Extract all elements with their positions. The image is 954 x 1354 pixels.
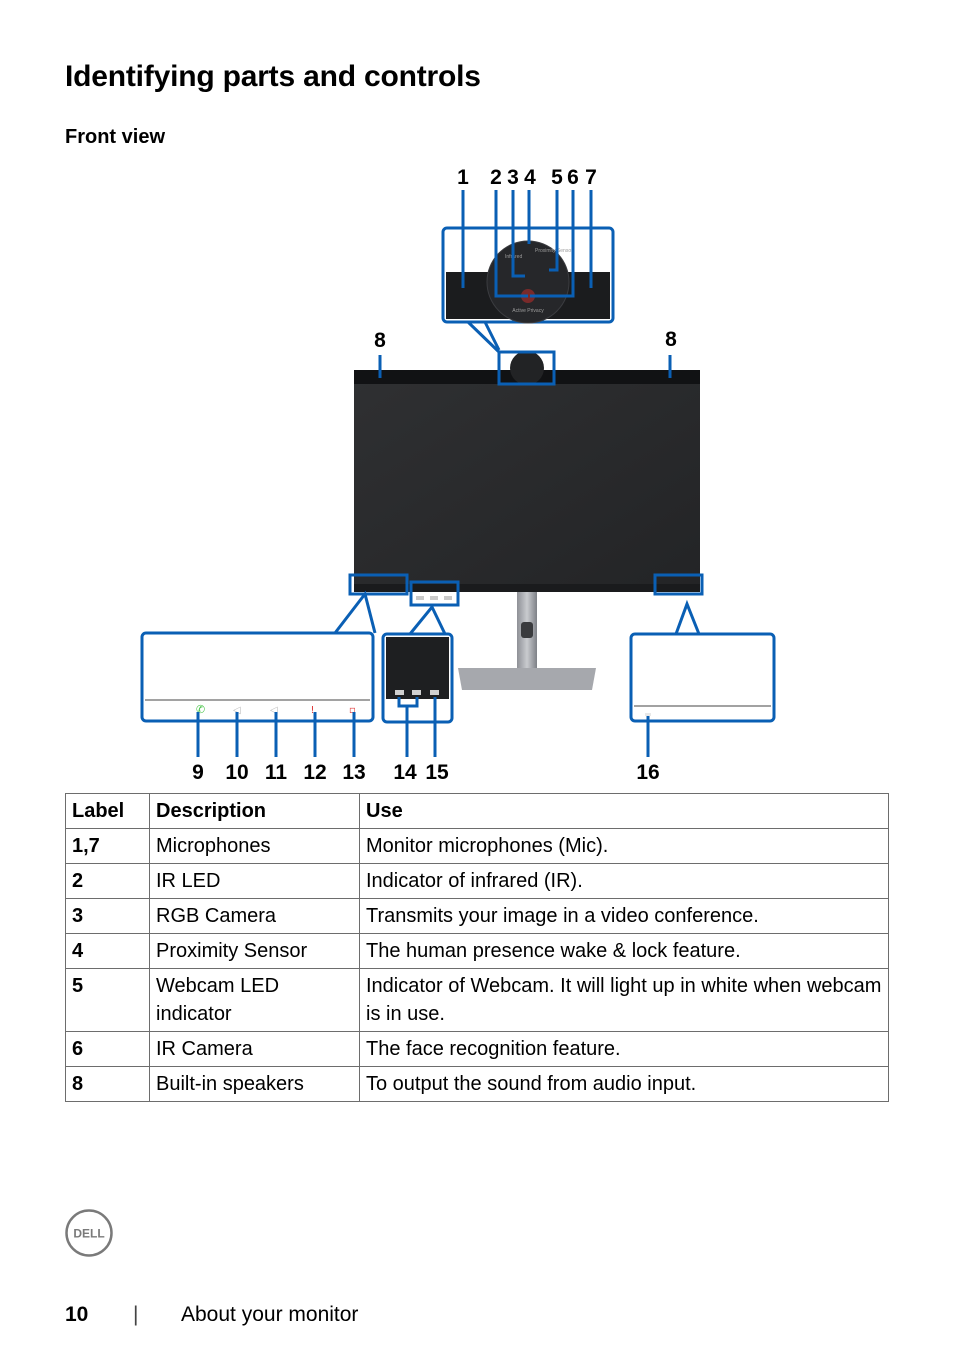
row-description: RGB Camera <box>149 898 360 934</box>
volume-down-icon: ◁ <box>233 705 241 716</box>
figure-label-4: 4 <box>524 166 536 189</box>
row-use: The human presence wake & lock feature. <box>359 933 889 969</box>
figure-label-5: 5 <box>551 166 563 189</box>
ports-zoom <box>381 604 454 757</box>
table-row: 6 IR Camera The face recognition feature… <box>65 1031 889 1067</box>
figure-label-6: 6 <box>567 166 579 189</box>
figure-label-13: 13 <box>342 761 365 784</box>
row-description: Webcam LED indicator <box>149 968 360 1032</box>
right-panel-highlight <box>653 573 704 596</box>
table-row: 1,7 Microphones Monitor microphones (Mic… <box>65 828 889 864</box>
table-row: 2 IR LED Indicator of infrared (IR). <box>65 863 889 899</box>
label-5-line <box>549 190 559 272</box>
table-header-row: Label Description Use <box>65 793 889 829</box>
figure-label-8-right: 8 <box>665 328 677 351</box>
dell-logo-text: DELL <box>73 1227 104 1241</box>
row-use: The face recognition feature. <box>359 1031 889 1067</box>
figure-label-10: 10 <box>225 761 248 784</box>
row-use: Indicator of infrared (IR). <box>359 863 889 899</box>
figure-label-3: 3 <box>507 166 519 189</box>
label-6-line <box>530 190 575 298</box>
volume-up-icon: ◁ <box>270 705 278 716</box>
label-3-line <box>511 190 525 278</box>
row-description: Proximity Sensor <box>149 933 360 969</box>
row-description: IR Camera <box>149 1031 360 1067</box>
parts-table: Label Description Use 1,7 Microphones Mo… <box>65 793 889 1102</box>
row-label: 2 <box>65 863 150 899</box>
phone-icon: ✆ <box>196 703 205 716</box>
row-label: 1,7 <box>65 828 150 864</box>
figure-label-15: 15 <box>425 761 449 784</box>
row-description: Built-in speakers <box>149 1066 360 1102</box>
monitor <box>348 350 704 690</box>
usb-port-1 <box>395 690 404 695</box>
row-use: Monitor microphones (Mic). <box>359 828 889 864</box>
figure-label-16: 16 <box>636 761 659 784</box>
stand-base <box>458 668 596 690</box>
ports-highlight <box>409 580 460 607</box>
row-label: 8 <box>65 1066 150 1102</box>
row-label: 5 <box>65 968 150 1032</box>
row-label: 6 <box>65 1031 150 1067</box>
figure-label-7: 7 <box>585 166 597 189</box>
mic-mute-icon: ǃ <box>311 705 314 716</box>
figure-label-12: 12 <box>303 761 326 784</box>
header-use: Use <box>359 793 889 829</box>
webcam-zoom: Active Privacy Infrared Proximity Sensor <box>441 190 615 354</box>
row-label: 3 <box>65 898 150 934</box>
usb-port-2 <box>412 690 421 695</box>
table-row: 4 Proximity Sensor The human presence wa… <box>65 933 889 969</box>
row-description: IR LED <box>149 863 360 899</box>
row-use: Indicator of Webcam. It will light up in… <box>359 968 889 1032</box>
row-use: Transmits your image in a video conferen… <box>359 898 889 934</box>
video-icon: ▫ <box>349 705 356 716</box>
left-panel-highlight <box>348 573 409 596</box>
table-row: 8 Built-in speakers To output the sound … <box>65 1066 889 1102</box>
figure-label-1: 1 <box>457 166 469 189</box>
figure-label-9: 9 <box>192 761 204 784</box>
header-description: Description <box>149 793 360 829</box>
power-led <box>645 713 651 716</box>
camera-print-privacy: Active Privacy <box>512 308 544 314</box>
label-2-line <box>494 190 528 298</box>
footer-separator: | <box>133 1303 139 1326</box>
cable-clip <box>521 622 533 638</box>
bottom-bezel <box>354 584 700 592</box>
figure-label-14: 14 <box>393 761 417 784</box>
figure-label-11: 11 <box>265 761 288 784</box>
page-title: Identifying parts and controls <box>65 60 481 93</box>
table-row: 5 Webcam LED indicator Indicator of Webc… <box>65 968 889 1032</box>
header-label: Label <box>65 793 150 829</box>
webcam-highlight <box>497 350 556 386</box>
figure-label-8-left: 8 <box>374 329 386 352</box>
usb-port-3 <box>430 690 439 695</box>
front-view-diagram: Active Privacy Infrared Proximity Sensor… <box>140 166 776 784</box>
row-label: 4 <box>65 933 150 969</box>
figure-label-2: 2 <box>490 166 502 189</box>
row-description: Microphones <box>149 828 360 864</box>
camera-print-proximity: Proximity Sensor <box>535 248 573 254</box>
section-title: Front view <box>65 126 166 148</box>
control-buttons-zoom: ✆ ◁ ◁ ǃ ▫ <box>140 590 377 757</box>
webcam-head <box>510 351 544 385</box>
table-row: 3 RGB Camera Transmits your image in a v… <box>65 898 889 934</box>
row-use: To output the sound from audio input. <box>359 1066 889 1102</box>
monitor-screen <box>354 370 700 592</box>
dell-logo: DELL <box>65 1209 113 1257</box>
footer-section-name: About your monitor <box>181 1303 359 1326</box>
power-led-zoom <box>629 599 776 757</box>
page-number: 10 <box>65 1303 89 1326</box>
camera-lens-housing <box>487 241 569 323</box>
